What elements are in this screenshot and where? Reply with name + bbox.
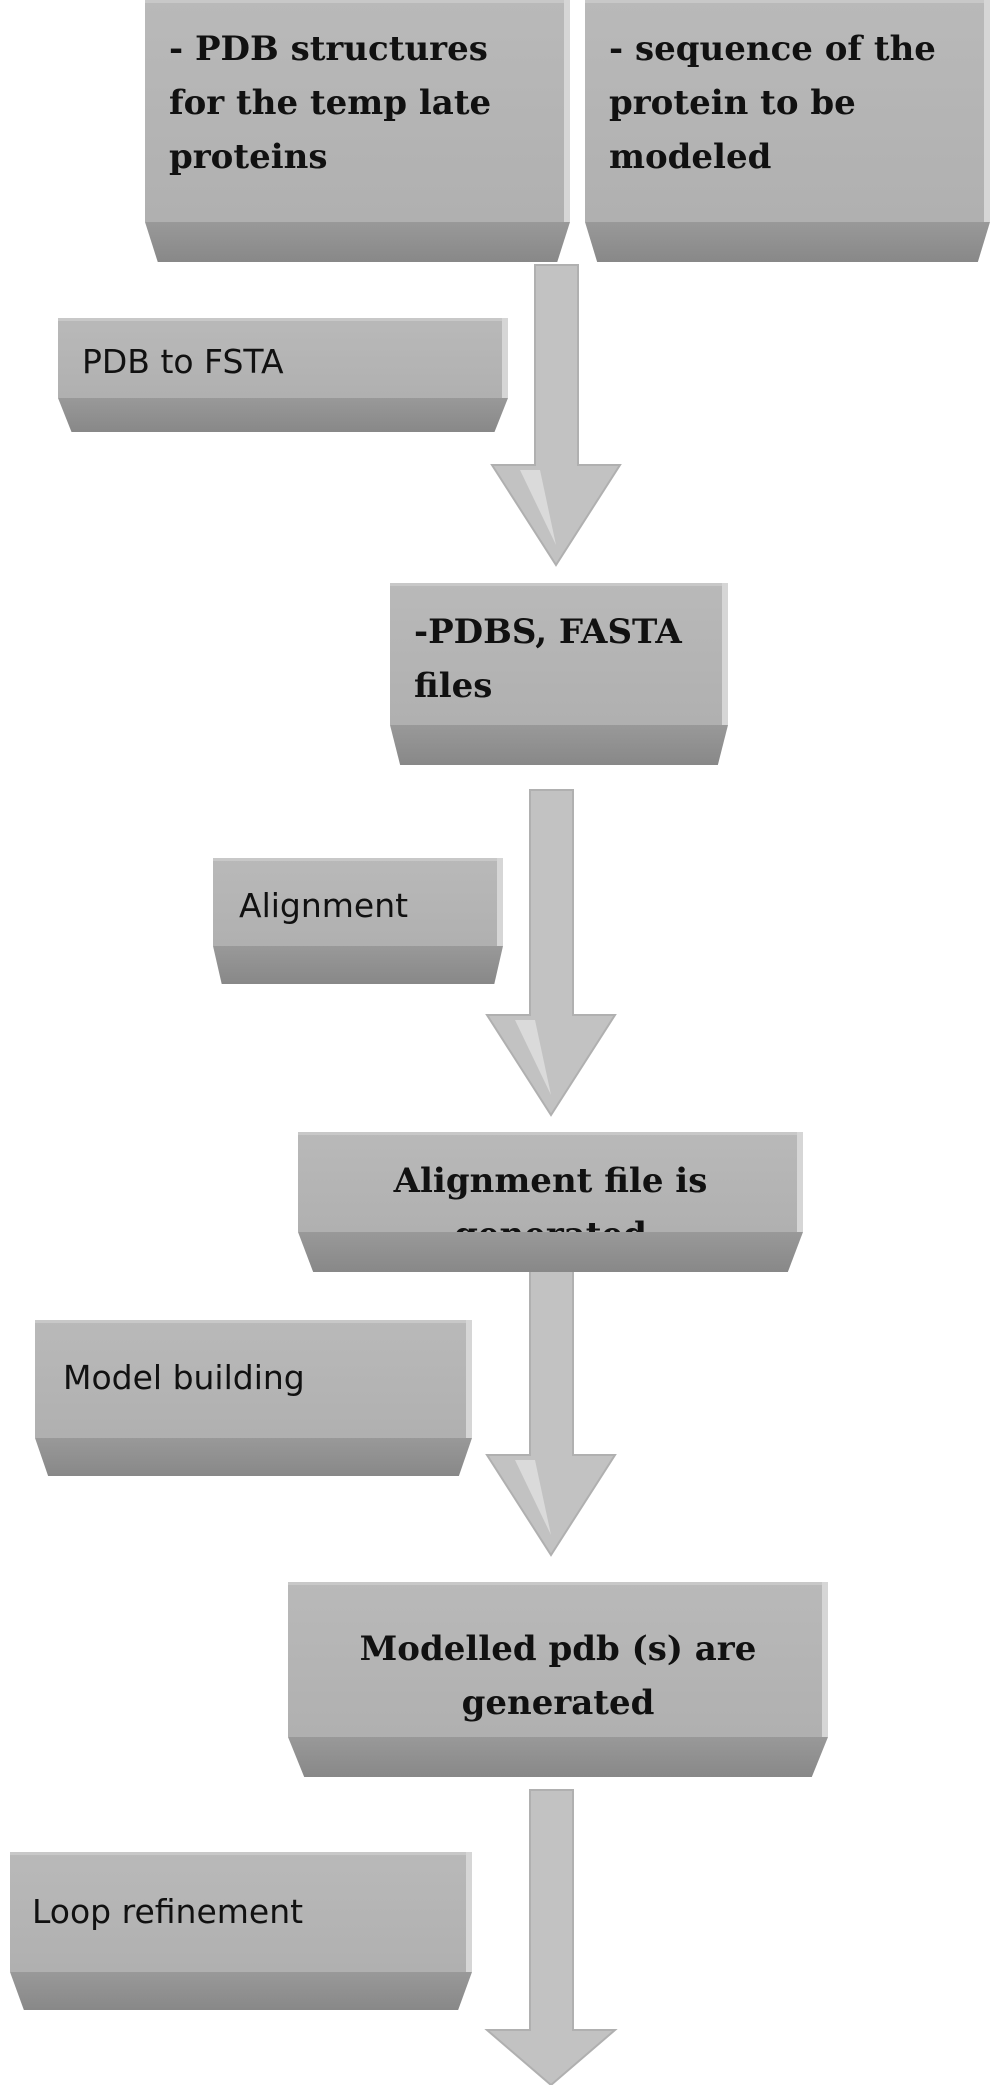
target-sequence-box: - sequence of the protein to be modeled (585, 0, 990, 262)
step-alignment: Alignment (213, 858, 503, 984)
box-base (298, 1232, 803, 1272)
arrow-down-icon (490, 264, 622, 567)
step-model-building: Model building (35, 1320, 472, 1476)
modelled-pdb-box: Modelled pdb (s) are generated (288, 1582, 828, 1777)
box-text: - PDB structures for the temp late prote… (169, 29, 492, 177)
pdbs-fasta-files-box: -PDBS, FASTA files (390, 583, 728, 765)
step-pdb-to-fasta: PDB to FSTA (58, 318, 508, 432)
template-pdb-structures-box: - PDB structures for the temp late prote… (145, 0, 570, 262)
step-label: Model building (63, 1358, 305, 1397)
arrow-down-icon (485, 1254, 617, 1557)
box-base (213, 946, 503, 984)
arrow-down-icon (484, 1789, 618, 2085)
step-loop-refinement: Loop refinement (10, 1852, 472, 2010)
box-text: Modelled pdb (s) are generated (359, 1629, 757, 1723)
box-text: -PDBS, FASTA files (414, 612, 682, 706)
alignment-file-box: Alignment file is generated (298, 1132, 803, 1272)
box-base (145, 222, 570, 262)
box-base (288, 1737, 828, 1777)
box-base (390, 725, 728, 765)
box-base (35, 1438, 472, 1476)
arrow-down-icon (485, 789, 617, 1117)
step-label: Loop refinement (32, 1892, 304, 1931)
box-base (585, 222, 990, 262)
step-label: Alignment (239, 886, 409, 925)
box-text: - sequence of the protein to be modeled (609, 29, 936, 177)
box-base (58, 398, 508, 432)
step-label: PDB to FSTA (82, 342, 284, 381)
box-base (10, 1972, 472, 2010)
